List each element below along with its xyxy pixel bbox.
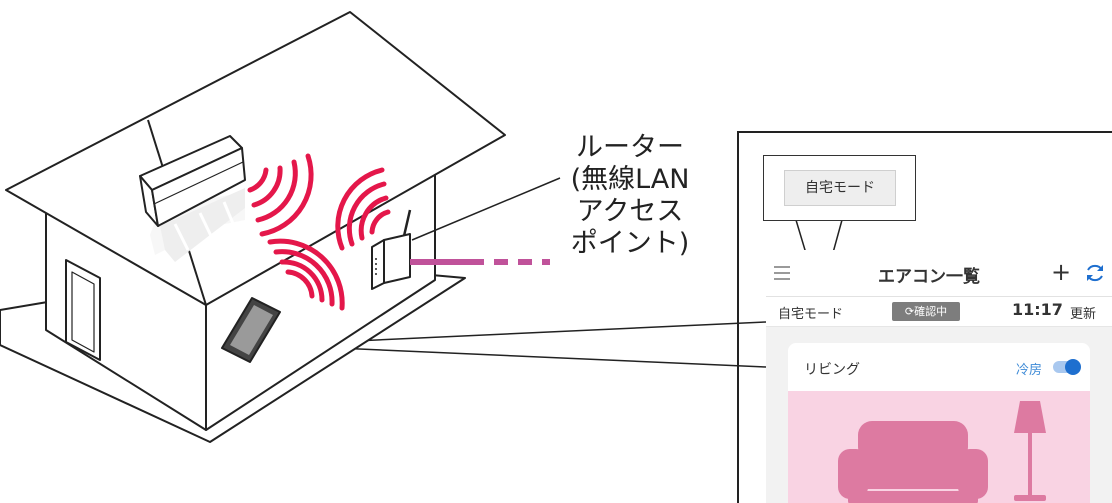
refresh-icon[interactable] [1084,262,1106,284]
status-time-suffix: 更新 [1070,307,1097,322]
power-toggle-knob [1065,359,1081,375]
tablet-device [221,297,281,363]
living-room-illustration [838,401,1046,503]
floor-lamp-icon [1014,401,1046,501]
sofa-icon [838,421,988,503]
tablet-wifi-waves [267,238,345,311]
router-label: ルーター (無線LAN アクセス ポイント) [540,132,720,260]
status-bar: 自宅モード ⟳確認中 11:17 更新 [766,297,1112,327]
room-name: リビング [804,362,860,378]
router-label-line1: ルーター [576,132,684,163]
cool-air-flow [160,188,245,262]
status-mode-label: 自宅モード [778,307,844,322]
house-door [65,259,101,361]
status-time: 11:17 [1012,300,1063,319]
mode-callout: 自宅モード [763,155,916,221]
menu-icon[interactable] [774,266,790,280]
router-label-line2: (無線LAN [570,164,690,195]
router-label-line3: アクセス [576,196,684,227]
power-toggle[interactable] [1053,359,1081,375]
mode-callout-label: 自宅モード [784,170,896,206]
zoom-frame [737,131,1112,503]
app-header: エアコン一覧 + [766,250,1112,297]
room-mode: 冷房 [1016,363,1043,378]
router-label-line4: ポイント) [570,228,690,259]
router [371,209,412,290]
house-roof [5,11,506,306]
room-card[interactable]: リビング 冷房 [788,343,1090,503]
router-wifi-waves [335,167,391,251]
ac-wifi-waves [247,153,314,237]
refresh-small-icon: ⟳ [904,305,915,318]
status-badge: ⟳確認中 [892,302,960,321]
app-screen: エアコン一覧 + 自宅モード ⟳確認中 11:17 更新 リビング 冷房 [766,250,1112,503]
router-leader-line [411,177,561,241]
app-title: エアコン一覧 [878,267,980,287]
house [0,11,506,443]
status-badge-label: 確認中 [914,305,948,318]
room-image [788,391,1090,503]
plus-icon[interactable]: + [1051,258,1072,286]
